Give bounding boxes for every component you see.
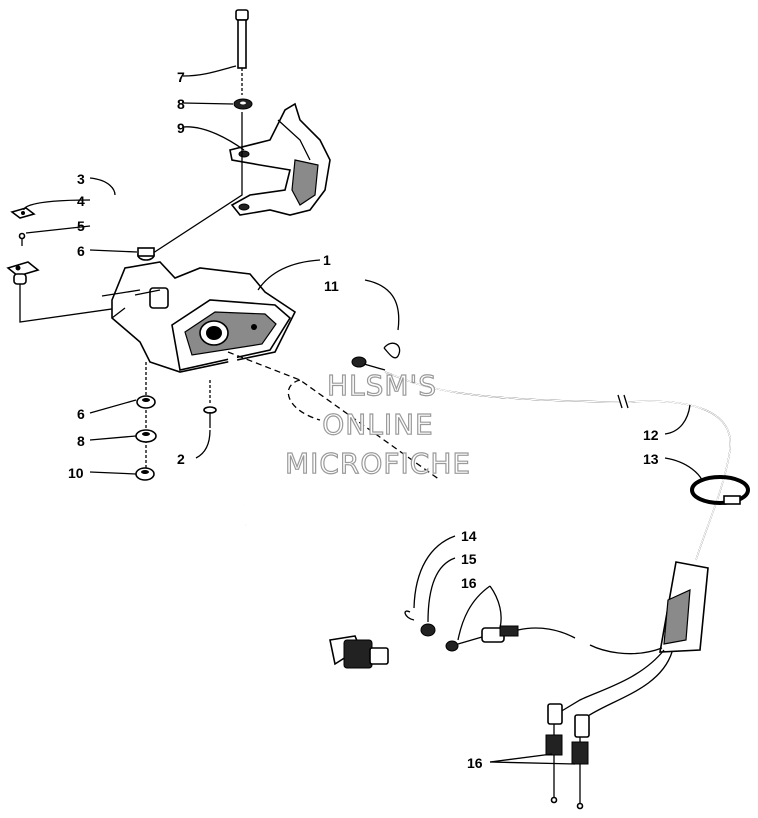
grommet-part-4 — [6, 261, 40, 285]
callout-15: 15 — [461, 551, 477, 567]
fitting-part-16-right — [571, 714, 590, 810]
callout-10: 10 — [68, 465, 84, 481]
callout-3: 3 — [77, 171, 85, 187]
watermark: HLSM'S ONLINE MICROFICHE — [284, 368, 471, 480]
fitting-part-16-left — [545, 703, 563, 804]
callout-11: 11 — [324, 278, 339, 294]
callout-14: 14 — [461, 528, 477, 544]
housing-part-1 — [101, 261, 297, 373]
screw-part-2 — [203, 406, 217, 428]
callout-6-lower: 6 — [77, 406, 85, 422]
callout-5: 5 — [77, 218, 85, 234]
callout-16-middle: 16 — [461, 575, 477, 591]
throttle-cable-part-12 — [384, 371, 731, 561]
callout-8-upper: 8 — [177, 96, 185, 112]
watermark-line-3: MICROFICHE — [285, 447, 471, 480]
washer-part-8-upper — [233, 98, 253, 110]
callout-2: 2 — [177, 451, 185, 467]
clip-part-14 — [404, 610, 415, 621]
screw-part-5 — [18, 232, 26, 246]
nut-part-6-upper — [137, 247, 155, 261]
callout-16-lower: 16 — [467, 755, 483, 771]
clamp-part-13 — [690, 475, 750, 505]
cable-end-part-16-middle — [445, 625, 576, 652]
callout-6-upper: 6 — [77, 243, 85, 259]
nut-part-10 — [135, 467, 155, 481]
watermark-line-1: HLSM'S — [327, 369, 437, 402]
leader-lines — [23, 65, 703, 765]
nut-part-6-lower — [136, 395, 156, 409]
wire-harness — [227, 351, 389, 669]
cable-end-part-11 — [351, 342, 401, 371]
bolt-part-7 — [235, 9, 249, 95]
callout-12: 12 — [643, 427, 659, 443]
ferrule-part-15 — [420, 623, 436, 637]
callout-9: 9 — [177, 120, 185, 136]
plate-part-3 — [10, 207, 36, 219]
callout-1: 1 — [323, 252, 331, 268]
callout-7: 7 — [177, 69, 185, 85]
cable-splitter — [559, 561, 709, 719]
callout-8-lower: 8 — [77, 433, 85, 449]
callout-13: 13 — [643, 451, 659, 467]
callout-4: 4 — [77, 193, 85, 209]
watermark-line-2: ONLINE — [322, 408, 433, 441]
bracket-part-9 — [229, 102, 331, 216]
washer-part-8-lower — [135, 429, 157, 443]
callout-labels: 1 2 3 4 5 6 6 7 8 8 9 10 11 12 13 14 15 … — [68, 69, 659, 771]
